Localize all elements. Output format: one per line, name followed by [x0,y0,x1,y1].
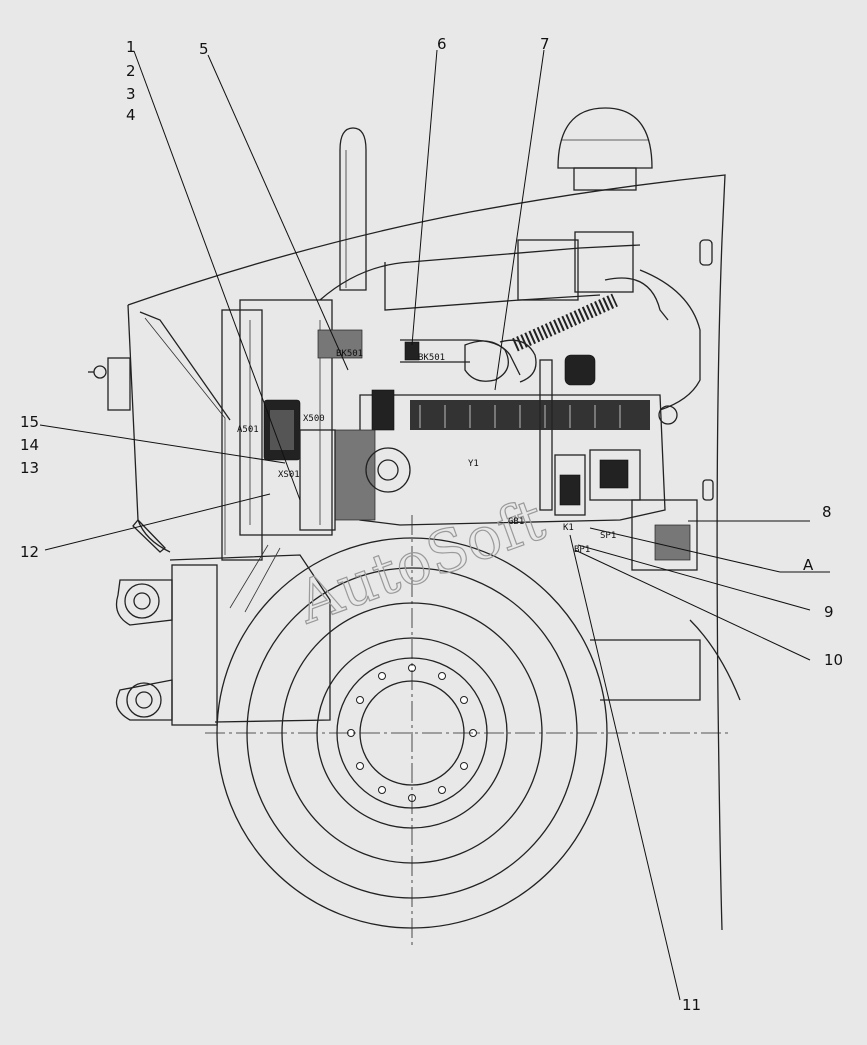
callout-10: 10 [824,651,843,669]
watermark: AutoSoft [287,485,553,637]
tag-y1: Y1 [468,459,479,469]
tag-k1: K1 [563,523,574,533]
leader-lines [39,49,830,1001]
callout-5: 5 [199,40,209,58]
valve-cover-detail [410,400,650,430]
tag-a501: A501 [237,425,259,435]
callout-A: A [803,556,814,574]
tag-bp1: BP1 [574,545,590,555]
tag-gb1: GB1 [508,517,524,527]
callout-9: 9 [824,603,834,621]
callout-11: 11 [682,996,701,1014]
callout-1: 1 [126,38,136,56]
machine-drawing [88,107,741,945]
callout-13: 13 [20,459,39,477]
callout-8: 8 [822,503,832,521]
callout-2: 2 [126,62,136,80]
front-wheel [205,515,728,945]
callout-7: 7 [540,35,550,53]
callout-labels: 1 2 3 4 5 6 7 8 A 9 10 11 12 13 14 15 [20,35,843,1014]
callout-14: 14 [20,436,39,454]
tag-bk501-left: BK501 [336,349,363,359]
callout-6: 6 [437,35,447,53]
corrugated-hose [512,293,618,352]
tag-sp1: SP1 [600,531,616,541]
callout-3: 3 [126,85,136,103]
tag-x500: X500 [303,414,325,424]
callout-12: 12 [20,543,39,561]
component-tags: BK501 BK501 X500 A501 XS01 Y1 GB1 K1 SP1… [237,349,616,555]
tag-bk501-right: BK501 [418,353,445,363]
tag-xs01: XS01 [278,470,300,480]
callout-15: 15 [20,413,39,431]
callout-4: 4 [126,106,136,124]
